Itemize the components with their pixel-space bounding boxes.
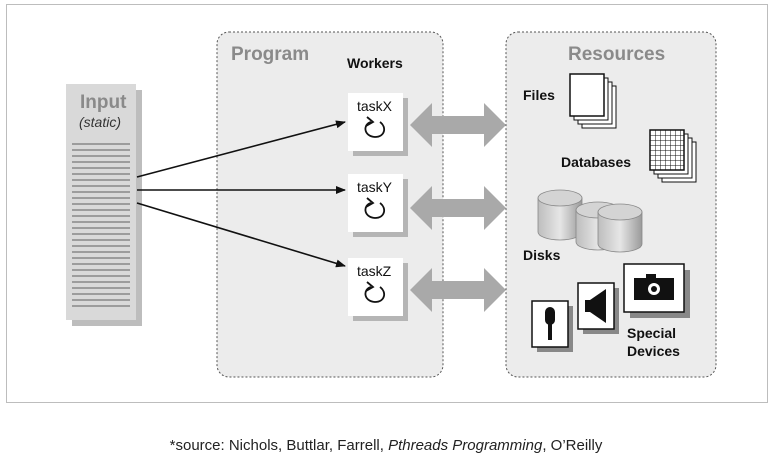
arrow-to-task-z xyxy=(136,202,346,268)
task-z-label: taskZ xyxy=(357,263,392,279)
loop-icon xyxy=(364,197,386,219)
task-y-label: taskY xyxy=(357,179,393,195)
input-title: Input xyxy=(80,92,127,113)
camera-icon xyxy=(623,263,690,318)
speaker-icon xyxy=(577,282,619,334)
files-label: Files xyxy=(523,87,555,103)
input-subtitle: (static) xyxy=(79,114,121,130)
input-lines xyxy=(72,143,130,307)
loop-icon xyxy=(364,281,386,303)
task-y-card: taskY xyxy=(348,174,408,237)
program-panel: Program Workers taskX taskY tas xyxy=(216,31,444,378)
databases-icon xyxy=(649,129,697,183)
double-arrow-z xyxy=(410,268,506,312)
files-icon xyxy=(569,73,617,129)
caption-suffix: , O’Reilly xyxy=(542,437,603,454)
microphone-icon xyxy=(531,300,573,352)
caption-book: Pthreads Programming xyxy=(388,437,543,454)
databases-label: Databases xyxy=(561,154,631,170)
task-z-card: taskZ xyxy=(348,258,408,321)
double-arrows xyxy=(410,103,506,312)
special-devices-label-2: Devices xyxy=(627,343,680,359)
double-arrow-x xyxy=(410,103,506,147)
loop-icon xyxy=(364,116,386,138)
resources-panel: Resources Files Databases Disks xyxy=(505,31,717,378)
task-x-label: taskX xyxy=(357,98,393,114)
arrow-to-task-x xyxy=(136,120,346,178)
input-panel: Input (static) xyxy=(66,84,142,326)
program-title: Program xyxy=(231,44,309,65)
resources-title: Resources xyxy=(568,44,665,65)
caption-prefix: *source: Nichols, Buttlar, Farrell, xyxy=(169,437,389,454)
disks-icon xyxy=(537,189,643,253)
input-arrows xyxy=(136,120,346,268)
disks-label: Disks xyxy=(523,247,561,263)
source-caption: *source: Nichols, Buttlar, Farrell, Pthr… xyxy=(0,437,772,454)
workers-label: Workers xyxy=(347,55,403,71)
double-arrow-y xyxy=(410,186,506,230)
task-x-card: taskX xyxy=(348,93,408,156)
special-devices-label-1: Special xyxy=(627,325,676,341)
